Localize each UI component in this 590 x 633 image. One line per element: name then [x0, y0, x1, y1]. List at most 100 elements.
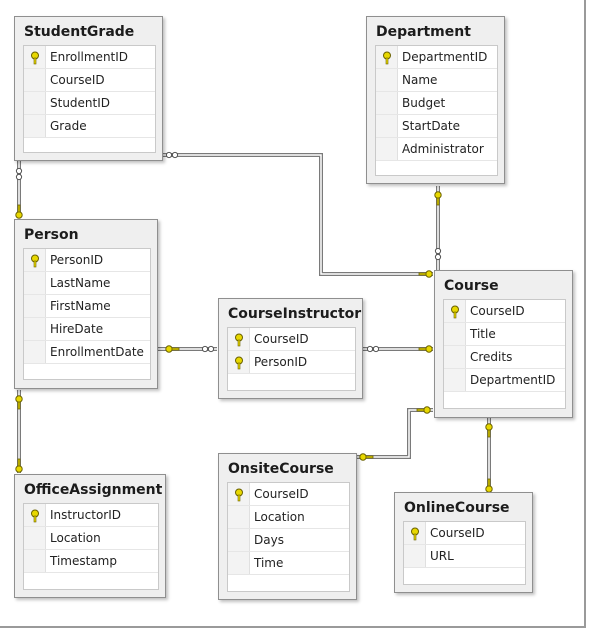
column-name: HireDate — [50, 322, 104, 336]
relationship-course-onlinecourse[interactable] — [485, 418, 493, 493]
column-row[interactable]: PersonID — [24, 249, 150, 272]
column-row[interactable]: DepartmentID — [376, 46, 497, 69]
table-title: OfficeAssignment — [24, 482, 163, 498]
key-end-icon — [15, 204, 23, 219]
column-grid: PersonID LastName FirstName HireDate Enr… — [23, 248, 151, 380]
table-studentgrade[interactable]: StudentGrade EnrollmentID CourseID Stude… — [14, 16, 163, 161]
column-name: Name — [402, 73, 438, 87]
relationship-studentgrade-person[interactable] — [15, 161, 23, 219]
column-row[interactable]: Credits — [444, 346, 565, 369]
column-row[interactable]: CourseID — [228, 328, 355, 351]
column-row[interactable]: StartDate — [376, 115, 497, 138]
table-officeassignment[interactable]: OfficeAssignment InstructorID Location T… — [14, 474, 166, 598]
relationship-person-courseinstructor[interactable] — [158, 345, 217, 353]
column-row[interactable]: LastName — [24, 272, 150, 295]
table-title: Course — [444, 278, 499, 294]
column-row[interactable]: Timestamp — [24, 550, 158, 573]
key-end-icon — [15, 458, 23, 473]
column-row[interactable]: StudentID — [24, 92, 155, 115]
column-row[interactable]: Title — [444, 323, 565, 346]
column-name: Credits — [470, 350, 513, 364]
column-name: CourseID — [254, 332, 309, 346]
relationship-person-officeassignment[interactable] — [15, 390, 23, 473]
key-end-icon — [485, 423, 493, 438]
column-row[interactable]: CourseID — [228, 483, 349, 506]
column-row[interactable]: Days — [228, 529, 349, 552]
primary-key-icon — [409, 526, 421, 545]
key-end-icon — [416, 406, 431, 414]
column-grid: EnrollmentID CourseID StudentID Grade — [23, 45, 156, 153]
column-name: PersonID — [50, 253, 104, 267]
key-end-icon — [15, 395, 23, 410]
column-row[interactable]: CourseID — [404, 522, 525, 545]
column-grid: CourseID PersonID — [227, 327, 356, 391]
column-row[interactable]: Name — [376, 69, 497, 92]
column-row[interactable]: CourseID — [444, 300, 565, 323]
column-row[interactable]: InstructorID — [24, 504, 158, 527]
column-row[interactable]: Location — [24, 527, 158, 550]
column-name: Budget — [402, 96, 446, 110]
column-row[interactable]: EnrollmentDate — [24, 341, 150, 364]
primary-key-icon — [29, 50, 41, 69]
column-name: InstructorID — [50, 508, 121, 522]
column-row[interactable]: Administrator — [376, 138, 497, 161]
column-row[interactable]: HireDate — [24, 318, 150, 341]
primary-key-icon — [233, 355, 245, 374]
relationship-department-course[interactable] — [434, 186, 442, 270]
table-onlinecourse[interactable]: OnlineCourse CourseID URL — [394, 492, 533, 593]
column-name: Administrator — [402, 142, 484, 156]
table-title: Person — [24, 227, 79, 243]
column-row[interactable]: DepartmentID — [444, 369, 565, 392]
table-title: OnsiteCourse — [228, 461, 334, 477]
column-name: CourseID — [430, 526, 485, 540]
table-title: OnlineCourse — [404, 500, 510, 516]
table-title: StudentGrade — [24, 24, 135, 40]
primary-key-icon — [29, 253, 41, 272]
column-row[interactable]: URL — [404, 545, 525, 568]
relationship-studentgrade-course[interactable] — [163, 151, 433, 278]
column-name: Days — [254, 533, 284, 547]
key-end-icon — [418, 345, 433, 353]
column-name: CourseID — [50, 73, 105, 87]
column-name: EnrollmentID — [50, 50, 129, 64]
relationship-course-onsitecourse[interactable] — [357, 406, 433, 461]
column-name: Time — [254, 556, 284, 570]
column-name: Grade — [50, 119, 87, 133]
column-grid: CourseID Title Credits DepartmentID — [443, 299, 566, 409]
column-name: FirstName — [50, 299, 111, 313]
table-courseinstructor[interactable]: CourseInstructor CourseID PersonID — [218, 298, 363, 399]
column-row[interactable]: Location — [228, 506, 349, 529]
column-name: Location — [254, 510, 305, 524]
column-row[interactable]: Time — [228, 552, 349, 575]
column-name: PersonID — [254, 355, 308, 369]
column-row[interactable]: Budget — [376, 92, 497, 115]
primary-key-icon — [233, 332, 245, 351]
column-grid: CourseID URL — [403, 521, 526, 585]
column-row[interactable]: PersonID — [228, 351, 355, 374]
key-end-icon — [485, 478, 493, 493]
table-course[interactable]: Course CourseID Title Credits Department… — [434, 270, 573, 418]
column-name: Location — [50, 531, 101, 545]
table-onsitecourse[interactable]: OnsiteCourse CourseID Location Days Time — [218, 453, 357, 600]
column-grid: InstructorID Location Timestamp — [23, 503, 159, 590]
column-name: URL — [430, 549, 454, 563]
table-title: Department — [376, 24, 471, 40]
column-grid: CourseID Location Days Time — [227, 482, 350, 592]
column-row[interactable]: Grade — [24, 115, 155, 138]
table-person[interactable]: Person PersonID LastName FirstName HireD… — [14, 219, 158, 389]
column-row[interactable]: EnrollmentID — [24, 46, 155, 69]
column-name: CourseID — [470, 304, 525, 318]
table-title: CourseInstructor — [228, 306, 362, 322]
key-end-icon — [359, 453, 374, 461]
column-row[interactable]: CourseID — [24, 69, 155, 92]
column-name: EnrollmentDate — [50, 345, 144, 359]
table-department[interactable]: Department DepartmentID Name Budget Star… — [366, 16, 505, 184]
column-name: Timestamp — [50, 554, 117, 568]
key-end-icon — [165, 345, 180, 353]
column-row[interactable]: FirstName — [24, 295, 150, 318]
column-name: LastName — [50, 276, 111, 290]
relationship-courseinstructor-course[interactable] — [363, 345, 433, 353]
key-end-icon — [418, 270, 433, 278]
column-grid: DepartmentID Name Budget StartDate Admin… — [375, 45, 498, 176]
